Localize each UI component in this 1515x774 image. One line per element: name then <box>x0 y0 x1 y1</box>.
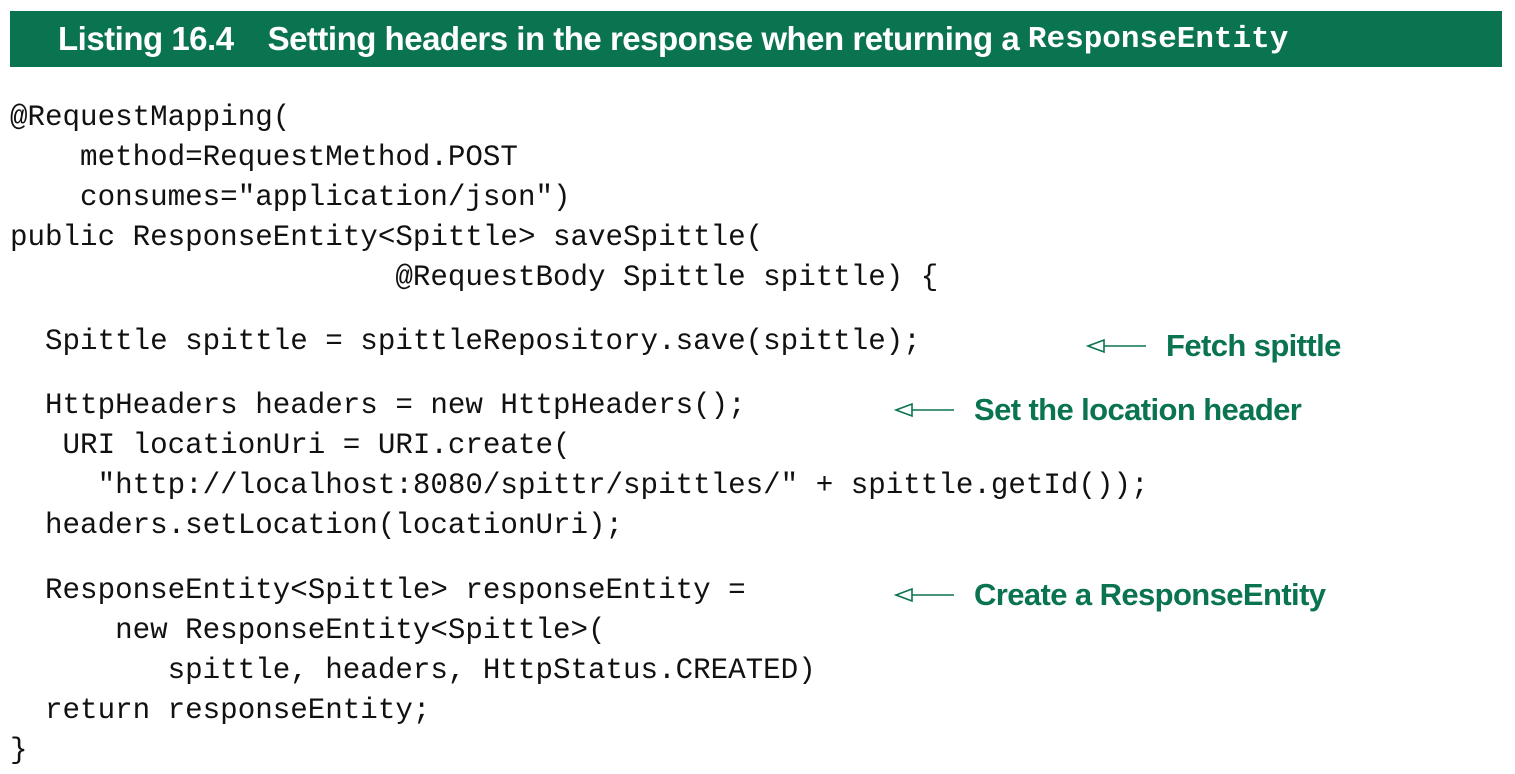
annotation-text: Fetch spittle <box>1166 328 1341 363</box>
code-line: consumes="application/json") <box>10 181 571 214</box>
code-line: spittle, headers, HttpStatus.CREATED) <box>10 654 816 687</box>
code-line: return responseEntity; <box>10 694 431 727</box>
code-line: @RequestMapping( <box>10 101 291 134</box>
left-arrow-icon <box>1086 338 1146 354</box>
annotation-create-responseentity: Create a ResponseEntity <box>894 577 1326 613</box>
listing-title-code: ResponseEntity <box>1027 21 1289 57</box>
annotation-set-location-header: Set the location header <box>894 392 1302 428</box>
listing-header: Listing 16.4 Setting headers in the resp… <box>10 11 1502 67</box>
code-line: HttpHeaders headers = new HttpHeaders(); <box>10 389 746 422</box>
left-arrow-icon <box>894 587 954 603</box>
annotation-text: Set the location header <box>974 392 1302 427</box>
code-line: URI locationUri = URI.create( <box>10 429 571 462</box>
left-arrow-icon <box>894 402 954 418</box>
code-line: public ResponseEntity<Spittle> saveSpitt… <box>10 221 764 254</box>
code-line: Spittle spittle = spittleRepository.save… <box>10 325 921 358</box>
code-line: ResponseEntity<Spittle> responseEntity = <box>10 574 746 607</box>
annotation-fetch-spittle: Fetch spittle <box>1086 328 1341 364</box>
listing-number: Listing 16.4 <box>58 20 234 57</box>
code-line: method=RequestMethod.POST <box>10 141 518 174</box>
code-line: } <box>10 734 28 767</box>
code-line: "http://localhost:8080/spittr/spittles/"… <box>10 469 1149 502</box>
code-line: headers.setLocation(locationUri); <box>10 509 624 542</box>
code-line: @RequestBody Spittle spittle) { <box>10 261 939 294</box>
code-line: new ResponseEntity<Spittle>( <box>10 614 606 647</box>
listing-title: Setting headers in the response when ret… <box>267 20 1028 57</box>
annotation-text: Create a ResponseEntity <box>974 577 1326 612</box>
